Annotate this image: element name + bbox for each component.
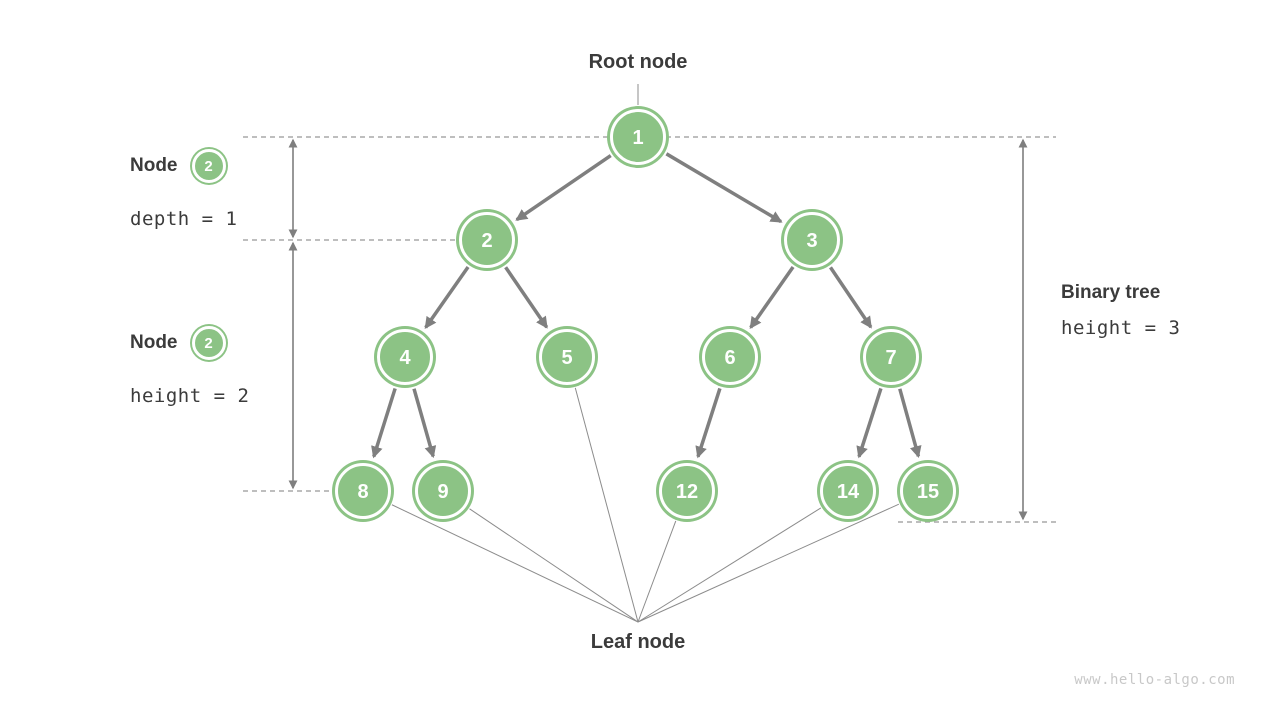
- leaf-pointer-line-9: [469, 508, 639, 623]
- tree-node-8: 8: [332, 460, 394, 522]
- tree-edge-4-8: [371, 387, 397, 459]
- tree-node-12: 12: [656, 460, 718, 522]
- node-ring: [415, 463, 471, 519]
- tree-node-4: 4: [374, 326, 436, 388]
- node-circle: [781, 209, 843, 271]
- tree-edge-4-9: [412, 388, 437, 459]
- node-ring: [820, 463, 876, 519]
- pointer-lines-layer: [391, 84, 900, 623]
- node-badge: 2: [191, 326, 226, 360]
- depth-value-label: depth = 1: [130, 208, 238, 230]
- node-circle: [412, 460, 474, 522]
- node-value-label: 2: [481, 230, 492, 252]
- watermark-url: www.hello-algo.com: [1074, 672, 1235, 688]
- node-value-label: 3: [806, 230, 817, 252]
- tree-edge-2-5: [504, 266, 549, 329]
- tree-node-7: 7: [860, 326, 922, 388]
- tree-node-6: 6: [699, 326, 761, 388]
- node-circle: [332, 460, 394, 522]
- node-circle: [897, 460, 959, 522]
- node-value-label: 7: [885, 347, 896, 369]
- node-circle: [860, 326, 922, 388]
- node-circle: [817, 460, 879, 522]
- tree-edge-2-4: [424, 266, 470, 329]
- node-value-label: 15: [917, 481, 939, 503]
- tree-edge-1-3: [665, 152, 783, 224]
- node-ring: [539, 329, 595, 385]
- node-circle: [607, 106, 669, 168]
- left-annotation-height: Node 2: [130, 326, 226, 360]
- leaf-pointer-line-15: [637, 503, 900, 623]
- node-value-label: 9: [437, 481, 448, 503]
- leaf-pointer-line-8: [391, 504, 639, 623]
- node-circle: [456, 209, 518, 271]
- tree-node-3: 3: [781, 209, 843, 271]
- node-word-label: Node: [130, 155, 178, 176]
- tree-edges-layer: [371, 152, 922, 459]
- tree-node-14: 14: [817, 460, 879, 522]
- node-value-label: 6: [724, 347, 735, 369]
- node-ring: [659, 463, 715, 519]
- node-ring: [377, 329, 433, 385]
- node-circle: [699, 326, 761, 388]
- tree-node-1: 1: [607, 106, 669, 168]
- node-value-label: 12: [676, 481, 698, 503]
- tree-node-9: 9: [412, 460, 474, 522]
- node-ring: [610, 109, 666, 165]
- node-ring: [784, 212, 840, 268]
- node-circle: [536, 326, 598, 388]
- node-value-label: 14: [837, 481, 860, 503]
- tree-edge-7-14: [856, 387, 883, 459]
- tree-edge-7-15: [898, 388, 922, 459]
- node-ring: [900, 463, 956, 519]
- node-ring: [335, 463, 391, 519]
- node-badge: 2: [191, 149, 226, 183]
- tree-edge-3-7: [829, 266, 873, 329]
- leaf-pointer-line-12: [637, 520, 677, 623]
- node-circle: [656, 460, 718, 522]
- binary-tree-label: Binary tree: [1061, 282, 1161, 303]
- left-annotation-depth: Node 2: [130, 149, 226, 183]
- node-value-label: 4: [399, 347, 411, 369]
- leaf-pointer-line-14: [637, 507, 822, 623]
- node-ring: [459, 212, 515, 268]
- node-circle: [374, 326, 436, 388]
- tree-node-2: 2: [456, 209, 518, 271]
- tree-edge-6-12: [695, 387, 722, 459]
- tree-edge-1-2: [515, 154, 612, 222]
- leaf-node-label: Leaf node: [590, 631, 686, 653]
- tree-height-value-label: height = 3: [1061, 317, 1181, 339]
- measure-arrows-layer: [288, 138, 1028, 521]
- leaf-pointer-line-5: [574, 387, 639, 623]
- node-value-label: 8: [357, 481, 368, 503]
- tree-node-5: 5: [536, 326, 598, 388]
- node-word-label: Node: [130, 332, 178, 353]
- tree-node-15: 15: [897, 460, 959, 522]
- node-ring: [863, 329, 919, 385]
- tree-edge-3-6: [749, 266, 795, 329]
- height-value-label: height = 2: [130, 385, 250, 407]
- node-value-label: 5: [561, 347, 572, 369]
- node-ring: [702, 329, 758, 385]
- root-node-label: Root node: [588, 51, 688, 73]
- node-value-label: 1: [632, 127, 643, 149]
